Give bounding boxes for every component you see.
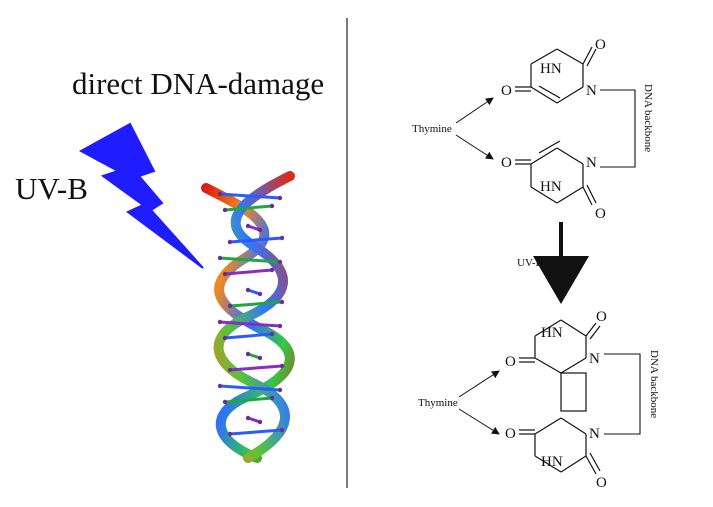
dna-atom-dot	[279, 235, 285, 241]
dna-backbone-label-bottom: DNA backbone	[648, 350, 660, 418]
dna-atom-dot	[222, 207, 228, 213]
dna-atom-dot	[277, 259, 283, 265]
atom-o-bottom-left: O	[501, 155, 512, 171]
dna-backbone-connector-top	[600, 89, 636, 168]
dna-base-pair	[228, 364, 284, 372]
atom-hn-bottom: HN	[540, 179, 562, 195]
dna-base-pair	[228, 300, 284, 308]
dna-atom-dot	[279, 427, 285, 433]
dna-atom-dot	[217, 383, 223, 389]
dna-atom-dot	[245, 287, 251, 293]
thymine-dimer-molecule: HN O O N O N HN O	[505, 309, 607, 491]
dna-atom-dot	[277, 387, 283, 393]
dna-atom-dot	[217, 191, 223, 197]
thymine-arrow-top-lower	[455, 134, 494, 160]
thymine-arrow-bottom-lower	[458, 408, 500, 435]
dna-atom-dot	[257, 355, 263, 361]
atom-n-bottom: N	[586, 155, 597, 171]
dna-atom-dot	[217, 255, 223, 261]
dna-base-pair	[218, 192, 282, 200]
dna-base-pair	[218, 320, 282, 328]
dna-atom-dot	[269, 395, 275, 401]
atom-o-dimer-bottom-left: O	[505, 426, 516, 442]
dna-base-pairs	[217, 191, 285, 437]
atom-hn-dimer-top: HN	[541, 325, 563, 341]
atom-n-top: N	[586, 83, 597, 99]
headline-direct-dna-damage: direct DNA-damage	[72, 66, 324, 101]
uv-b-label-left: UV-B	[15, 171, 88, 206]
uv-lightning-bolt	[78, 122, 204, 269]
dna-atom-dot	[277, 195, 283, 201]
dna-atom-dot	[277, 323, 283, 329]
dna-atom-dot	[269, 203, 275, 209]
thymine-arrow-bottom-upper	[458, 370, 500, 398]
dna-atom-dot	[227, 431, 233, 437]
atom-o-bottom-right: O	[595, 206, 606, 222]
atom-o-dimer-top-right: O	[596, 309, 607, 325]
dna-strand-right	[213, 171, 295, 463]
thymine-top-molecule: HN O O N	[501, 37, 606, 104]
dna-base-pair	[218, 256, 282, 264]
thymine-arrow-top-upper	[455, 97, 494, 124]
dna-base-pair	[223, 204, 274, 212]
dna-strand-left	[201, 183, 295, 463]
dna-atom-dot	[227, 239, 233, 245]
dna-atom-dot	[257, 291, 263, 297]
dna-backbone-label-top: DNA backbone	[642, 84, 654, 152]
atom-n-dimer-bottom: N	[589, 426, 600, 442]
thymine-label-bottom: Thymine	[418, 397, 458, 409]
dna-backbone-connector-bottom	[604, 353, 641, 435]
thymine-label-top: Thymine	[412, 123, 452, 135]
dna-helix-illustration	[201, 171, 295, 463]
dna-atom-dot	[227, 303, 233, 309]
dna-atom-dot	[222, 399, 228, 405]
dna-base-pair	[223, 396, 274, 404]
dna-atom-dot	[222, 335, 228, 341]
dna-atom-dot	[245, 415, 251, 421]
atom-o-top-right: O	[595, 37, 606, 53]
dna-atom-dot	[245, 351, 251, 357]
dna-atom-dot	[227, 367, 233, 373]
atom-o-top-left: O	[501, 83, 512, 99]
atom-hn-dimer-bottom: HN	[541, 454, 563, 470]
dna-atom-dot	[222, 271, 228, 277]
dna-base-pair	[228, 428, 284, 436]
dna-base-pair	[223, 268, 274, 276]
atom-hn-top: HN	[540, 61, 562, 77]
dna-atom-dot	[269, 331, 275, 337]
thymine-bottom-molecule: N HN O O	[501, 140, 606, 222]
atom-n-dimer-top: N	[589, 351, 600, 367]
dna-atom-dot	[245, 223, 251, 229]
dna-base-pair	[223, 332, 274, 340]
dna-base-pair	[218, 384, 282, 392]
atom-o-dimer-top-left: O	[505, 354, 516, 370]
atom-o-dimer-bottom-right: O	[596, 475, 607, 491]
dna-atom-dot	[257, 419, 263, 425]
dna-atom-dot	[217, 319, 223, 325]
dna-atom-dot	[279, 363, 285, 369]
uv-b-label-right: UV-B	[517, 257, 543, 269]
dna-base-pair	[228, 236, 284, 244]
dna-atom-dot	[279, 299, 285, 305]
dna-atom-dot	[269, 267, 275, 273]
dna-atom-dot	[257, 227, 263, 233]
